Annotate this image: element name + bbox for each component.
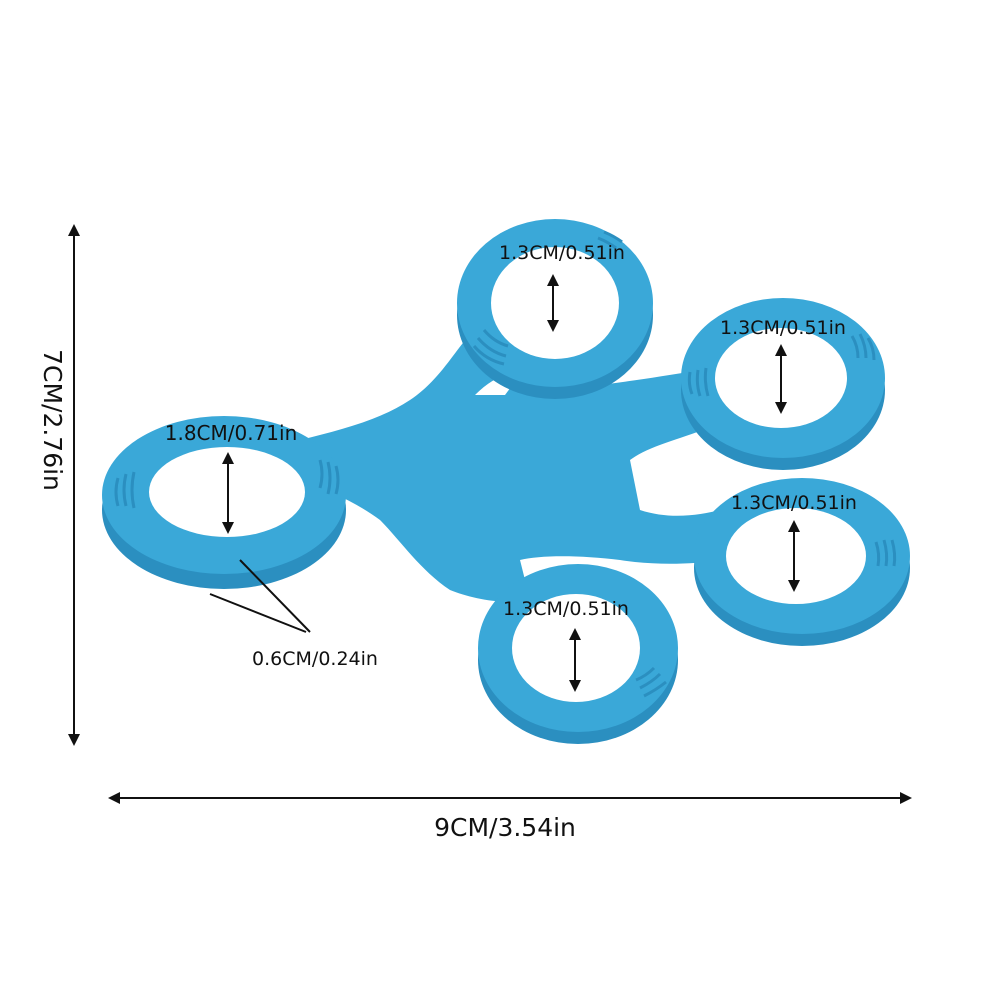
- large-ring-label: 1.8CM/0.71in: [165, 421, 298, 445]
- dimension-arrows: [68, 224, 912, 804]
- top-ring-label: 1.3CM/0.51in: [499, 242, 625, 264]
- dimension-labels: 7CM/2.76in 9CM/3.54in 1.8CM/0.71in 1.3CM…: [38, 242, 857, 842]
- height-label: 7CM/2.76in: [38, 349, 67, 491]
- small-ring-bottom: [478, 564, 678, 744]
- width-label: 9CM/3.54in: [434, 813, 576, 842]
- right-lower-ring-label: 1.3CM/0.51in: [731, 492, 857, 514]
- thickness-pointer-lower: [209, 593, 307, 633]
- stretcher-body: [300, 335, 720, 602]
- thickness-pointer-upper: [239, 559, 311, 633]
- bottom-ring-label: 1.3CM/0.51in: [503, 598, 629, 620]
- right-upper-ring-label: 1.3CM/0.51in: [720, 317, 846, 339]
- finger-stretcher-icon: [102, 219, 910, 744]
- thickness-label: 0.6CM/0.24in: [252, 648, 378, 670]
- body-gap-right: [640, 470, 720, 508]
- small-ring-right-lower: [694, 478, 910, 646]
